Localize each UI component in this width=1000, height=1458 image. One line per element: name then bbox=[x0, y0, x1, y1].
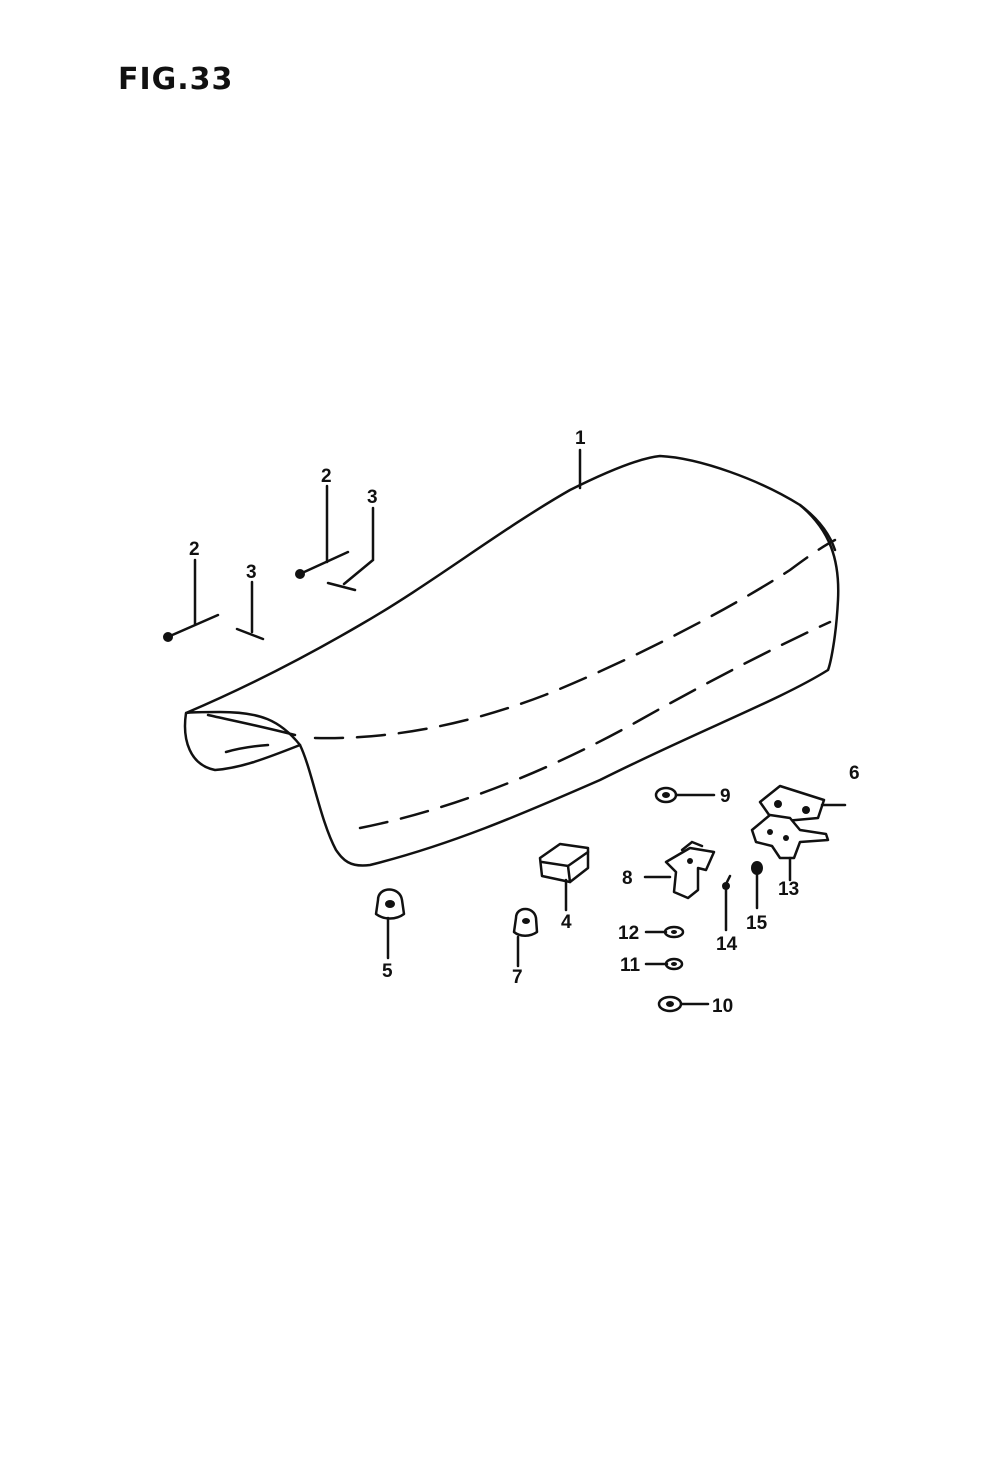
callout-6: 6 bbox=[849, 763, 860, 784]
callout-8: 8 bbox=[622, 868, 633, 889]
rivet-15 bbox=[751, 861, 763, 875]
callout-15: 15 bbox=[746, 913, 768, 934]
latch-13 bbox=[750, 813, 830, 860]
washer-11 bbox=[664, 957, 684, 971]
callout-5: 5 bbox=[382, 961, 393, 982]
bolt-lower bbox=[163, 613, 220, 642]
cushion-7 bbox=[512, 907, 539, 937]
hinge-8 bbox=[664, 840, 716, 900]
callout-3-upper: 3 bbox=[367, 487, 378, 508]
screw-14 bbox=[722, 874, 732, 890]
bolt-upper bbox=[295, 550, 350, 579]
callout-2-lower: 2 bbox=[189, 539, 200, 560]
pin-upper bbox=[326, 581, 357, 592]
callout-7: 7 bbox=[512, 967, 523, 988]
nut-10 bbox=[657, 995, 683, 1013]
cushion-5 bbox=[374, 888, 406, 920]
callout-11: 11 bbox=[620, 955, 641, 976]
leader-lines bbox=[193, 448, 847, 1006]
pin-lower bbox=[235, 627, 265, 641]
callout-labels: 1 2 2 3 3 4 5 6 7 8 9 10 11 12 13 14 15 bbox=[189, 428, 860, 1017]
bracket-4 bbox=[538, 842, 590, 884]
callout-13: 13 bbox=[778, 879, 799, 900]
callout-3-lower: 3 bbox=[246, 562, 257, 583]
washer-12 bbox=[663, 925, 685, 939]
figure-title: FIG.33 bbox=[118, 62, 234, 97]
callout-14: 14 bbox=[716, 934, 738, 955]
nut-9 bbox=[654, 786, 678, 804]
callout-12: 12 bbox=[618, 923, 639, 944]
seat bbox=[183, 454, 840, 867]
callout-9: 9 bbox=[720, 786, 731, 807]
callout-10: 10 bbox=[712, 996, 733, 1017]
callout-1: 1 bbox=[575, 428, 586, 449]
callout-2-upper: 2 bbox=[321, 466, 332, 487]
callout-4: 4 bbox=[561, 912, 572, 933]
